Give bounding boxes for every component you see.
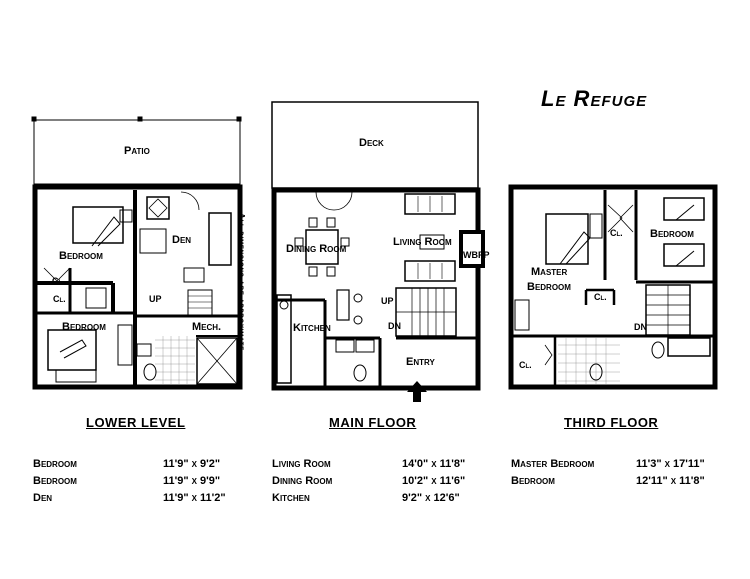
- heading-third-floor: THIRD FLOOR: [564, 415, 659, 430]
- label-main-up: UP: [381, 296, 394, 306]
- dim-third-size-2: 12'11" x 11'8": [636, 475, 705, 487]
- heading-main-floor: MAIN FLOOR: [329, 415, 417, 430]
- dim-lower-size-3: 11'9" x 11'2": [163, 492, 226, 504]
- label-lower-bedroom-2: Bedroom: [62, 321, 106, 333]
- label-lower-closet-b: Cl.: [53, 294, 66, 304]
- label-wbfp: WBFP: [463, 250, 490, 260]
- main-walls: [271, 187, 481, 391]
- label-deck: Deck: [359, 137, 384, 149]
- label-mech: Mech.: [192, 321, 222, 333]
- label-dining-room: Dining Room: [286, 243, 347, 255]
- lower-walls: [32, 184, 243, 390]
- dim-main-size-2: 10'2" x 11'6": [402, 475, 466, 487]
- label-patio: Patio: [124, 145, 150, 157]
- lower-level-plan: [31, 116, 243, 390]
- label-lower-up: UP: [149, 294, 162, 304]
- label-lower-closet-a: Cl.: [52, 276, 65, 286]
- label-master-line1: Master: [531, 266, 568, 278]
- dimensions-note: All dimensions are approximate: [237, 213, 246, 352]
- dim-main-room-3: Kitchen: [272, 492, 310, 504]
- dim-lower-size-2: 11'9" x 9'9": [163, 475, 221, 487]
- dim-main-room-2: Dining Room: [272, 475, 333, 487]
- plan-title: Le Refuge: [541, 86, 648, 111]
- third-walls: [508, 184, 718, 390]
- third-floor-plan: [508, 184, 718, 390]
- dim-main-room-1: Living Room: [272, 458, 331, 470]
- dim-main-size-3: 9'2" x 12'6": [402, 492, 460, 504]
- label-kitchen: Kitchen: [293, 322, 331, 334]
- dim-third-room-1: Master Bedroom: [511, 458, 595, 470]
- label-entry: Entry: [406, 356, 435, 368]
- label-main-dn: DN: [388, 321, 401, 331]
- main-floor-plan: [271, 101, 485, 402]
- dim-lower-room-2: Bedroom: [33, 475, 77, 487]
- label-third-closet-b: Cl.: [594, 292, 607, 302]
- label-lower-bedroom-1: Bedroom: [59, 250, 103, 262]
- dim-third-room-2: Bedroom: [511, 475, 555, 487]
- patio-outline: [33, 119, 241, 185]
- dim-lower-room-3: Den: [33, 492, 53, 504]
- label-den: Den: [172, 234, 192, 246]
- label-master-line2: Bedroom: [527, 281, 571, 293]
- label-third-closet-a: Cl.: [610, 228, 623, 238]
- dim-main-size-1: 14'0" x 11'8": [402, 458, 466, 470]
- label-living-room: Living Room: [393, 236, 452, 248]
- label-third-bedroom: Bedroom: [650, 228, 694, 240]
- label-third-dn: DN: [634, 322, 647, 332]
- dim-lower-size-1: 11'9" x 9'2": [163, 458, 221, 470]
- label-third-closet-c: Cl.: [519, 360, 532, 370]
- dim-third-size-1: 11'3" x 17'11": [636, 458, 705, 470]
- heading-lower-level: LOWER LEVEL: [86, 415, 186, 430]
- dim-lower-room-1: Bedroom: [33, 458, 77, 470]
